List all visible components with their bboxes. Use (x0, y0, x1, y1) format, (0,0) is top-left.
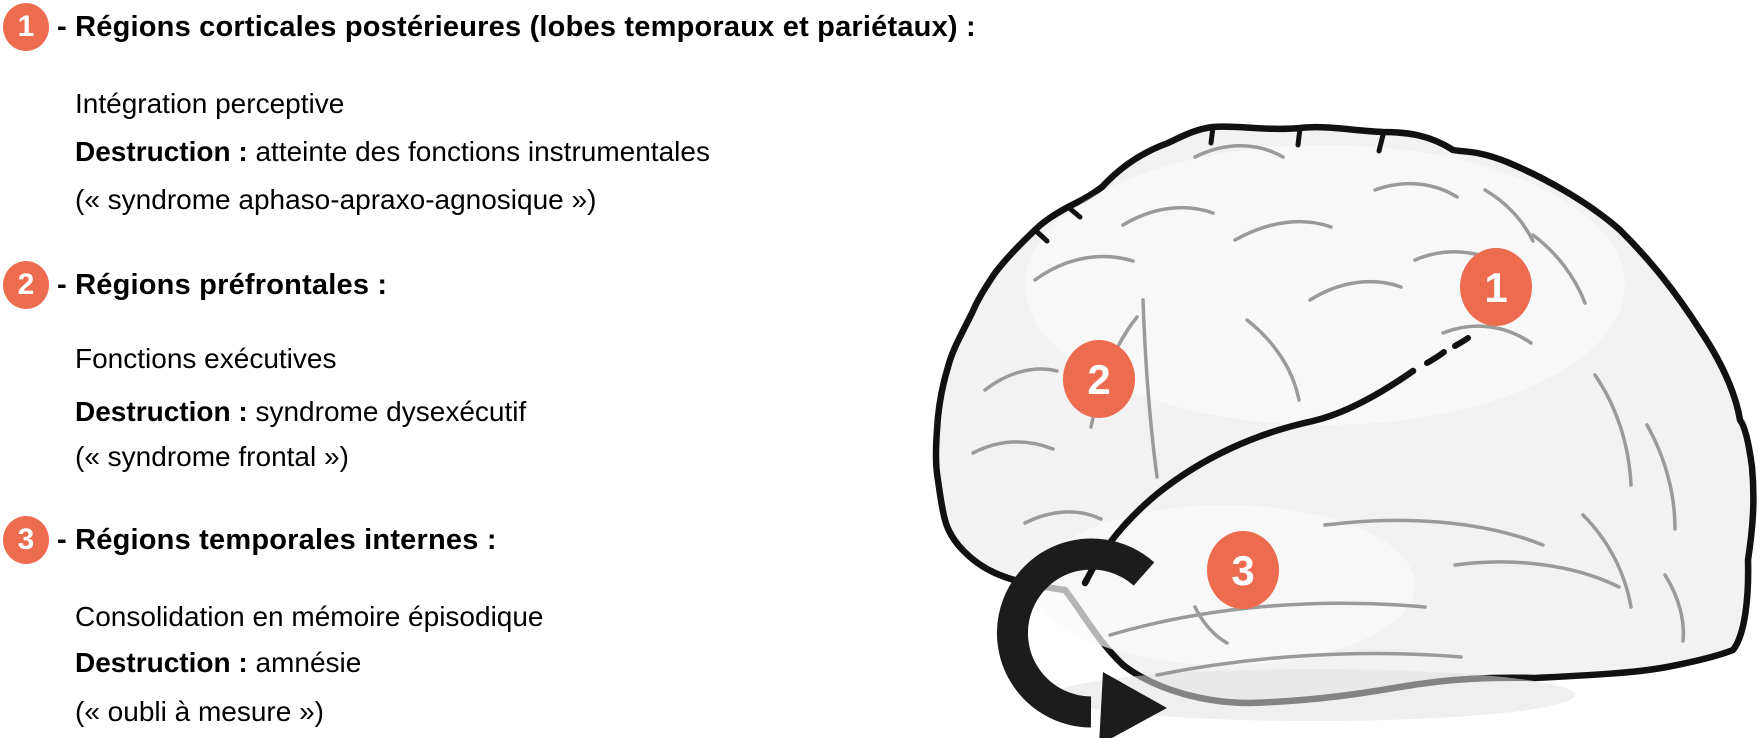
destruction-label: Destruction : (75, 136, 248, 167)
destruction-text: syndrome dysexécutif (255, 396, 527, 427)
destruction-label: Destruction : (75, 396, 248, 427)
brain-shadow (1055, 669, 1575, 721)
brain-marker-2-label: 2 (1087, 356, 1110, 403)
brain-marker-3-label: 3 (1231, 547, 1254, 594)
section-3-destruction: Destruction : amnésie (75, 646, 361, 680)
section-2-destruction: Destruction : syndrome dysexécutif (75, 395, 526, 429)
rotation-arrow (996, 538, 1167, 738)
brain-marker-2: 2 (1063, 340, 1135, 418)
destruction-text: amnésie (255, 647, 362, 678)
section-1-title: - Régions corticales postérieures (lobes… (57, 11, 976, 43)
section-2-number-badge: 2 (3, 261, 49, 309)
section-1-destruction: Destruction : atteinte des fonctions ins… (75, 135, 710, 169)
section-3-title: - Régions temporales internes : (57, 524, 497, 556)
section-1-note: (« syndrome aphaso-apraxo-agnosique ») (75, 184, 597, 215)
brain-illustration: 1 2 3 (932, 123, 1757, 738)
destruction-text: atteinte des fonctions instrumentales (255, 136, 710, 167)
brain-marker-1: 1 (1460, 248, 1532, 326)
section-1-function: Intégration perceptive (75, 88, 345, 119)
brain-marker-3: 3 (1207, 531, 1279, 609)
lateral-fissure-line (1081, 335, 1471, 587)
section-3-note: (« oubli à mesure ») (75, 696, 325, 727)
brain-highlight (1025, 145, 1625, 425)
section-3-number-badge: 3 (3, 516, 49, 564)
section-2-title: - Régions préfrontales : (57, 269, 388, 301)
destruction-label: Destruction : (75, 647, 248, 678)
section-2-function: Fonctions exécutives (75, 343, 337, 374)
section-1-number-badge: 1 (3, 3, 49, 51)
brain-marker-1-label: 1 (1484, 264, 1507, 311)
section-2-note: (« syndrome frontal ») (75, 441, 349, 472)
sulci-lines (971, 144, 1686, 677)
gyri-notches (1032, 124, 1386, 244)
section-3-function: Consolidation en mémoire épisodique (75, 601, 544, 632)
